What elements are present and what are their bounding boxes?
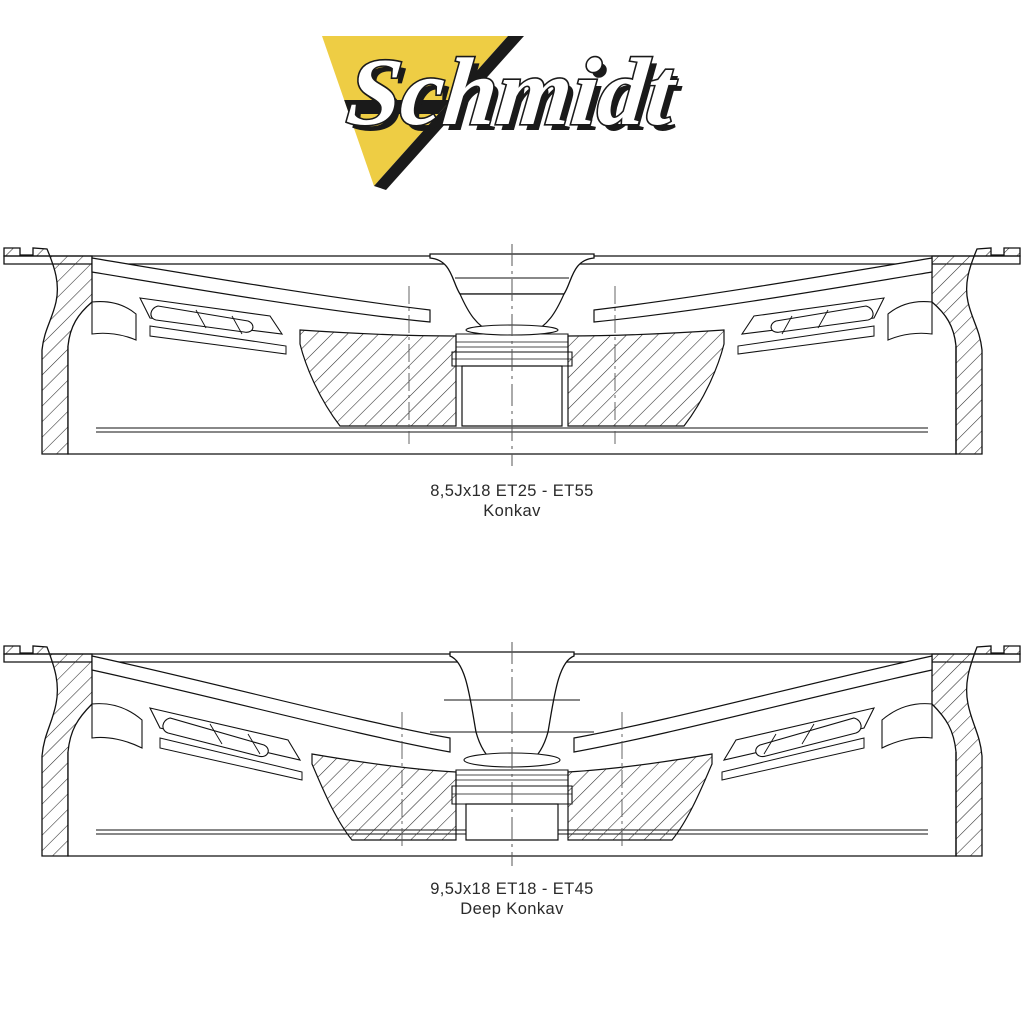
rim-flange-left [3, 247, 93, 455]
spoke-rib-left-1 [195, 309, 207, 329]
svg-text:Schmidt: Schmidt [343, 38, 683, 145]
spoke-rib-right-1 [801, 723, 815, 745]
spoke-pocket-right-shadow [721, 737, 865, 781]
spoke-pocket-right-inner [770, 305, 874, 333]
logo-lightning-bar [338, 100, 462, 114]
deep-konkav-section-svg [3, 642, 1021, 866]
variant-label-deep-konkav: Deep Konkav [460, 900, 564, 919]
mounting-pad-right-hatch [567, 329, 725, 427]
disc-face-right-upper [573, 655, 933, 753]
disc-face-right-upper [593, 257, 933, 323]
shoulder-left [91, 703, 143, 749]
spoke-pocket-right-inner [755, 717, 862, 758]
spoke-rib-right-1 [817, 309, 829, 329]
spoke-rib-left-2 [231, 315, 243, 335]
caption-konkav: 8,5Jx18 ET25 - ET55 Konkav [0, 481, 1024, 521]
mounting-pad-left-hatch [311, 753, 457, 841]
wheel-cross-section-konkav [0, 230, 1024, 470]
konkav-section-svg [3, 244, 1021, 466]
spoke-pocket-left-inner [150, 305, 254, 333]
spoke-rib-left-1 [209, 723, 223, 745]
spoke-pocket-left-shadow [149, 325, 287, 355]
disc-face-left-upper [91, 257, 431, 323]
logo-lightning-slash [374, 36, 524, 190]
rim-flange-right [931, 247, 1021, 455]
logo-wordmark-face: Schmidt [341, 37, 684, 147]
mounting-pad-right-hatch [567, 753, 713, 841]
shoulder-right [881, 703, 933, 749]
mounting-pad-left-hatch [299, 329, 457, 427]
schmidt-logo: Schmidt Schmidt [0, 18, 1024, 208]
schmidt-lightning-logo-icon: Schmidt Schmidt [322, 36, 688, 190]
caption-deep-konkav: 9,5Jx18 ET18 - ET45 Deep Konkav [0, 879, 1024, 919]
rim-flange-right [931, 645, 1021, 857]
shoulder-right [887, 300, 933, 341]
disc-face-left-upper [91, 655, 451, 753]
spoke-pocket-left-inner [162, 717, 269, 758]
shoulder-left [91, 300, 137, 341]
spoke-pocket-right-shadow [737, 325, 875, 355]
svg-text:Schmidt: Schmidt [348, 44, 688, 151]
spoke-pocket-left-shadow [159, 737, 303, 781]
wheel-cross-section-deep-konkav [0, 628, 1024, 868]
spec-label-konkav: 8,5Jx18 ET25 - ET55 [430, 482, 594, 500]
rim-flange-left [3, 645, 93, 857]
spec-label-deep-konkav: 9,5Jx18 ET18 - ET45 [430, 880, 594, 898]
variant-label-konkav: Konkav [483, 502, 541, 521]
logo-wordmark-shadow: Schmidt [348, 44, 688, 151]
spoke-rib-right-2 [781, 315, 793, 335]
spoke-rib-left-2 [247, 733, 261, 755]
spoke-rib-right-2 [763, 733, 777, 755]
